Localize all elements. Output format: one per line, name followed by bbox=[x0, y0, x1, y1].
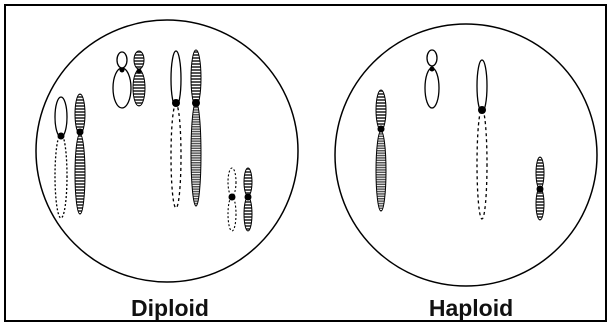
haploid-chromosome-1 bbox=[376, 90, 386, 211]
diploid-cell-membrane bbox=[36, 20, 298, 282]
diploid-chromosome-3a bbox=[171, 51, 181, 208]
diploid-chromosome-1b bbox=[75, 94, 85, 214]
haploid-cell-membrane bbox=[335, 24, 597, 286]
diagram-frame: Diploid Haploid bbox=[4, 4, 607, 322]
haploid-chromosome-3 bbox=[477, 60, 487, 219]
haploid-chromosome-4 bbox=[536, 157, 544, 220]
haploid-chromosome-2 bbox=[425, 50, 439, 108]
diploid-chromosome-2a bbox=[113, 52, 131, 108]
diploid-chromosome-4b bbox=[244, 168, 252, 231]
diploid-chromosome-2b bbox=[133, 51, 145, 106]
haploid-cell bbox=[335, 24, 597, 286]
diploid-chromosome-4a bbox=[228, 168, 236, 231]
chromosome-diagram bbox=[6, 6, 605, 320]
diploid-cell bbox=[36, 20, 298, 282]
diploid-chromosome-1a bbox=[55, 97, 67, 218]
diploid-chromosome-3b bbox=[191, 50, 201, 206]
haploid-label: Haploid bbox=[371, 294, 571, 322]
diploid-label: Diploid bbox=[70, 294, 270, 322]
